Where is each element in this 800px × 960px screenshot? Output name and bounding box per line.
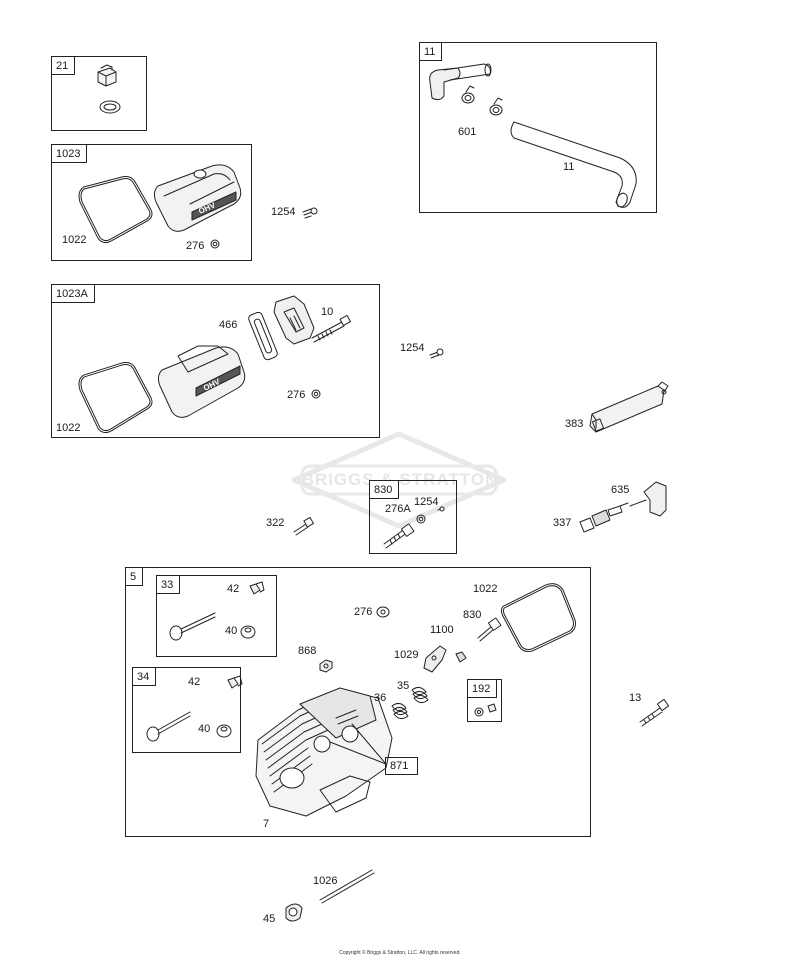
screw-icon — [293, 516, 314, 536]
part-label-337: 337 — [553, 517, 572, 529]
part-label-1254: 1254 — [414, 496, 439, 508]
part-label-42: 42 — [188, 676, 201, 688]
part-label-322: 322 — [266, 517, 285, 529]
part-label-830: 830 — [463, 609, 482, 621]
leader-line — [329, 723, 387, 765]
nut-icon — [416, 514, 426, 524]
group-11-tag: 11 — [420, 43, 443, 61]
ignition-coil-icon — [589, 381, 669, 433]
valve-seal-icon — [240, 625, 256, 639]
part-label-45: 45 — [263, 913, 276, 925]
part-label-1026: 1026 — [313, 875, 338, 887]
rocker-arm-icon — [423, 645, 447, 673]
part-label-1022: 1022 — [62, 234, 87, 246]
group-192-box: 192 — [467, 679, 502, 722]
group-21-tag: 21 — [52, 57, 76, 75]
part-label-1254: 1254 — [400, 342, 425, 354]
o-ring-icon — [99, 100, 121, 114]
rocker-stud-icon — [477, 617, 502, 642]
washer-icon — [376, 606, 390, 618]
part-label-1254: 1254 — [271, 206, 296, 218]
part-label-276A: 276A — [385, 503, 411, 515]
valve-icon — [169, 612, 216, 641]
part-label-1022: 1022 — [56, 422, 81, 434]
part-label-383: 383 — [565, 418, 584, 430]
part-label-1022: 1022 — [473, 583, 498, 595]
valve-cover-gasket-icon — [500, 583, 576, 652]
part-label-40: 40 — [198, 723, 211, 735]
part-label-11: 11 — [563, 161, 575, 173]
bolt-icon — [639, 698, 670, 727]
part-label-40: 40 — [225, 625, 238, 637]
valve-spring-icon — [391, 686, 429, 720]
group-192-tag: 192 — [468, 680, 498, 698]
part-label-276: 276 — [186, 240, 205, 252]
part-label-871: 871 — [390, 760, 409, 772]
group-21-box: 21 — [51, 56, 147, 131]
part-label-466: 466 — [219, 319, 238, 331]
valve-retainer-icon — [227, 675, 243, 689]
screw-icon — [302, 207, 318, 219]
part-label-1029: 1029 — [394, 649, 419, 661]
washer-icon — [311, 389, 321, 399]
group-33-box: 33 — [156, 575, 277, 657]
part-label-36: 36 — [374, 692, 387, 704]
breather-assembly-icon — [273, 295, 315, 345]
nut-icon — [319, 659, 333, 673]
part-label-868: 868 — [298, 645, 317, 657]
group-1023-tag: 1023 — [52, 145, 88, 163]
oil-fill-cap-icon — [97, 64, 117, 87]
group-11-box: 11 — [419, 42, 657, 213]
copyright-notice: Copyright © Briggs & Stratton, LLC. All … — [339, 950, 461, 956]
tappet-icon — [285, 903, 303, 922]
part-label-10: 10 — [321, 306, 334, 318]
screw-icon — [437, 506, 445, 512]
group-830-tag: 830 — [370, 481, 400, 499]
part-label-601: 601 — [458, 126, 477, 138]
push-rod-icon — [319, 869, 375, 904]
part-label-7: 7 — [263, 818, 270, 830]
valve-retainer-icon — [249, 581, 265, 595]
bolt-icon — [311, 314, 351, 343]
group-5-box: 5 — [125, 567, 591, 837]
breather-gasket-icon — [248, 311, 278, 361]
spark-plug-icon — [579, 502, 629, 533]
part-label-276: 276 — [354, 606, 373, 618]
group-1023a-box: 1023A — [51, 284, 380, 438]
hose-clamp-icon — [461, 85, 503, 116]
group-830-box: 830 — [369, 480, 457, 554]
part-label-276: 276 — [287, 389, 306, 401]
breather-tube-icon — [510, 121, 637, 208]
screw-nut-set-icon — [474, 703, 497, 717]
valve-cover-icon: OHV — [157, 345, 246, 418]
group-34-box: 34 — [132, 667, 241, 753]
spark-plug-boot-icon — [629, 481, 667, 517]
valve-cover-gasket-icon — [78, 176, 153, 244]
breather-tube-elbow-icon — [429, 63, 492, 101]
rocker-nut-icon — [455, 651, 467, 663]
rocker-stud-icon — [383, 523, 415, 549]
callout-871-box — [385, 757, 418, 775]
group-1023a-tag: 1023A — [52, 285, 95, 303]
watermark-text: BRIGGS & STRATTON — [301, 470, 499, 489]
part-label-42: 42 — [227, 583, 240, 595]
group-33-tag: 33 — [157, 576, 181, 594]
cylinder-head-icon — [255, 687, 393, 817]
part-label-1100: 1100 — [430, 624, 454, 636]
part-label-13: 13 — [629, 692, 642, 704]
valve-cover-icon: OHV — [153, 164, 242, 232]
washer-icon — [210, 239, 220, 249]
valve-icon — [146, 711, 191, 742]
part-label-35: 35 — [397, 680, 410, 692]
valve-cover-gasket-icon — [78, 362, 153, 434]
group-5-tag: 5 — [126, 568, 144, 586]
valve-seal-icon — [216, 724, 232, 738]
group-34-tag: 34 — [133, 668, 157, 686]
part-label-635: 635 — [611, 484, 630, 496]
screw-icon — [429, 348, 444, 359]
group-1023-box: 1023 — [51, 144, 252, 261]
